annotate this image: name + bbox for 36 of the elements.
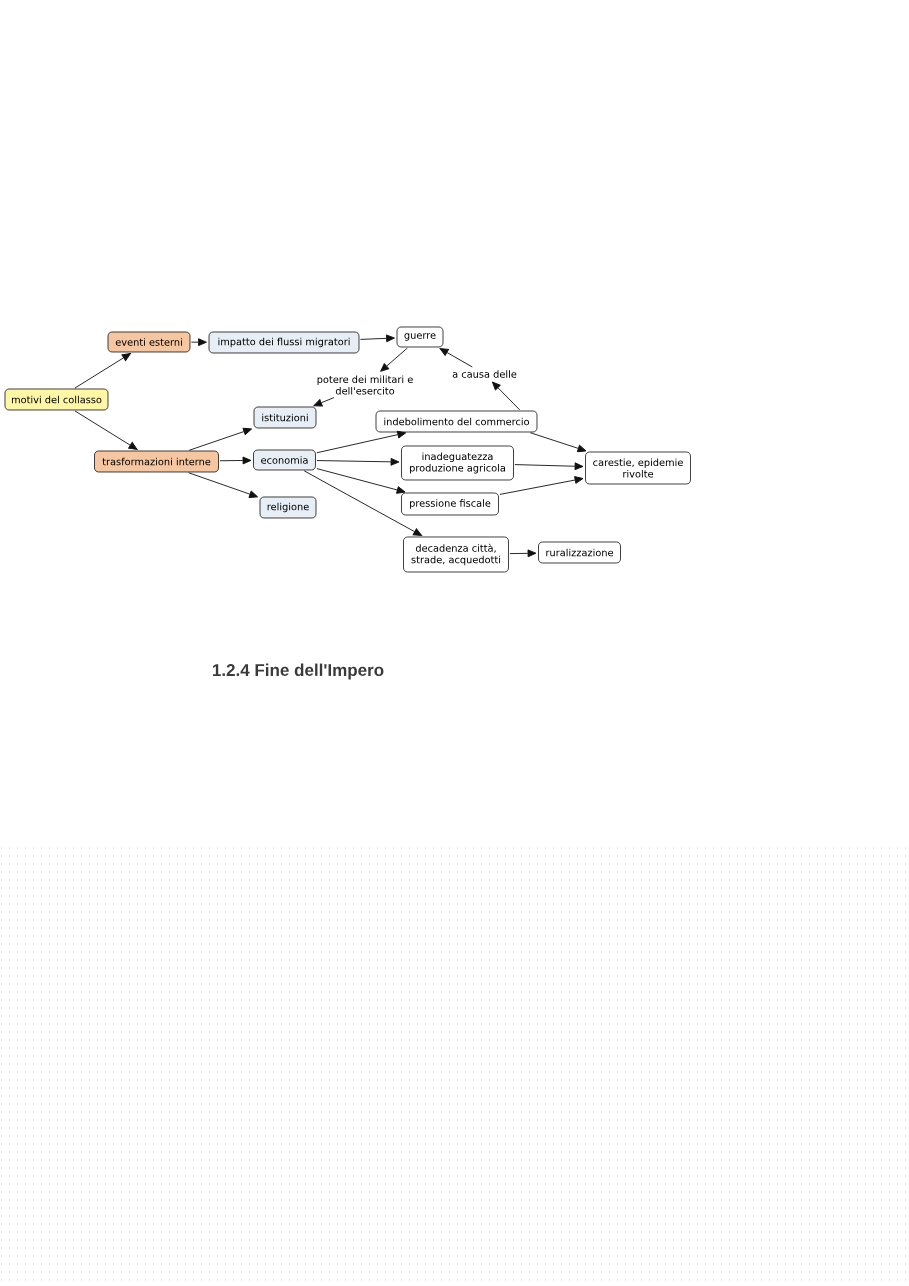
arrow	[190, 338, 207, 347]
linking-phrase: a causa delle	[452, 370, 517, 378]
linking-phrase: potere dei militari e dell'esercito	[317, 375, 413, 395]
concept-box: ruralizzazione	[538, 541, 621, 564]
arrow	[499, 476, 584, 495]
arrow	[188, 472, 258, 498]
arrow	[316, 468, 406, 494]
arrow	[74, 410, 138, 450]
arrow	[380, 347, 408, 372]
arrow	[303, 470, 423, 536]
arrow	[514, 462, 584, 471]
concept-box: economia	[253, 449, 316, 471]
arrow	[491, 381, 521, 411]
arrow	[188, 427, 252, 451]
concept-box: carestie, epidemie rivolte	[585, 451, 691, 485]
concept-box: inadeguatezza produzione agricola	[401, 445, 514, 481]
arrow	[439, 348, 473, 368]
arrow	[529, 432, 587, 453]
arrow	[313, 397, 335, 407]
concept-box: indebolimento del commercio	[375, 410, 538, 433]
arrow	[359, 334, 395, 343]
concept-box: guerre	[396, 326, 444, 348]
arrow	[509, 549, 537, 558]
concept-box: impatto dei flussi migratori	[208, 331, 360, 354]
concept-box: religione	[259, 496, 317, 519]
concept-box: trasformazioni interne	[94, 450, 219, 473]
concept-box: motivi del collasso	[4, 388, 109, 411]
section-heading: 1.2.4 Fine dell'Impero	[212, 663, 384, 680]
concept-box: istituzioni	[253, 406, 317, 429]
arrow	[74, 353, 131, 389]
concept-box: eventi esterni	[107, 331, 191, 353]
arrow	[316, 457, 400, 466]
concept-box: pressione fiscale	[401, 492, 499, 516]
concept-box: decadenza città, strade, acquedotti	[403, 536, 509, 573]
arrow	[316, 430, 407, 454]
arrow	[219, 456, 252, 465]
